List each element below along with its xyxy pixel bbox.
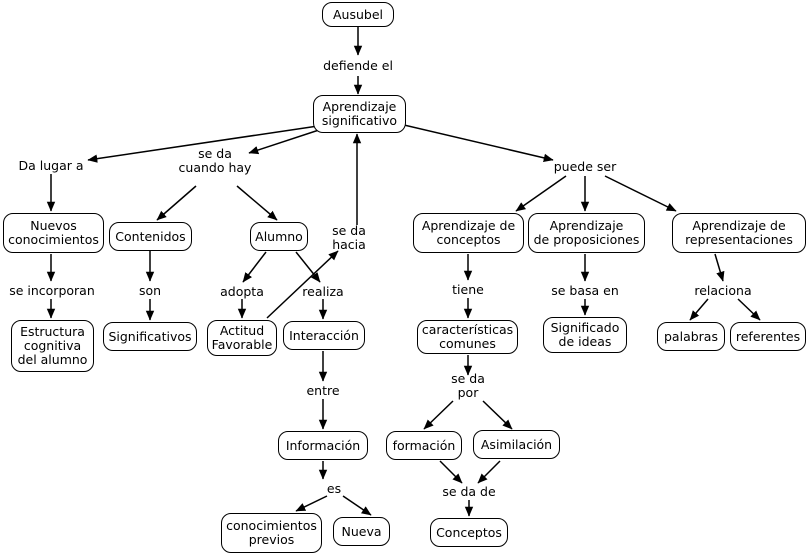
link-label-puede-ser: puede ser	[553, 159, 617, 174]
node-interaccion[interactable]: Interacción	[283, 321, 365, 350]
node-conocimientos-previos[interactable]: conocimientos previos	[221, 513, 322, 553]
node-aprendizaje-proposiciones[interactable]: Aprendizaje de proposiciones	[528, 213, 645, 253]
node-alumno[interactable]: Alumno	[250, 222, 308, 251]
link-label-realiza: realiza	[302, 284, 344, 299]
edge-formacion-to-se-da-de	[439, 460, 463, 484]
link-label-defiende-el: defiende el	[323, 58, 393, 73]
edge-relaciona-to-palabras	[689, 298, 709, 321]
node-palabras[interactable]: palabras	[657, 322, 725, 351]
node-actitud-favorable[interactable]: Actitud Favorable	[207, 320, 277, 356]
edge-relaciona-to-referentes	[737, 298, 761, 321]
node-caracteristicas-comunes[interactable]: características comunes	[417, 320, 518, 354]
edge-se-da-cuando-hay-to-contenidos	[156, 185, 197, 221]
node-asimilacion[interactable]: Asimilación	[473, 430, 560, 459]
link-label-se-da-de: se da de	[442, 484, 496, 499]
edge-se-da-por-to-formacion	[423, 400, 454, 430]
edge-es-to-conocimientos-previos	[295, 495, 328, 512]
edge-aprendizaje-representaciones-to-relaciona	[714, 253, 725, 282]
link-label-se-da-hacia: se da hacia	[332, 223, 366, 252]
edge-se-da-cuando-hay-to-alumno	[236, 185, 278, 221]
node-aprendizaje-conceptos[interactable]: Aprendizaje de conceptos	[413, 213, 524, 253]
node-nueva[interactable]: Nueva	[333, 517, 390, 546]
node-conceptos[interactable]: Conceptos	[430, 518, 508, 547]
edge-aprendizaje-significativo-to-se-da-cuando-hay	[248, 128, 323, 155]
node-referentes[interactable]: referentes	[730, 322, 806, 351]
link-label-entre: entre	[306, 383, 340, 398]
link-label-da-lugar-a: Da lugar a	[18, 158, 84, 173]
link-label-se-incorporan: se incorporan	[9, 283, 95, 298]
edge-se-da-por-to-asimilacion	[482, 400, 513, 430]
edge-puede-ser-to-aprendizaje-representaciones	[604, 175, 677, 212]
edge-aprendizaje-significativo-to-puede-ser	[403, 124, 554, 162]
node-informacion[interactable]: Información	[278, 431, 368, 460]
node-estructura-cognitiva[interactable]: Estructura cognitiva del alumno	[11, 320, 94, 372]
node-significado-ideas[interactable]: Significado de ideas	[543, 317, 627, 353]
link-label-es: es	[326, 481, 342, 496]
link-label-tiene: tiene	[452, 282, 484, 297]
link-label-se-basa-en: se basa en	[551, 283, 619, 298]
edge-alumno-to-realiza	[295, 251, 321, 283]
edge-alumno-to-adopta	[242, 251, 267, 283]
edge-es-to-nueva	[342, 495, 372, 516]
node-ausubel[interactable]: Ausubel	[322, 2, 394, 27]
link-label-se-da-cuando-hay: se da cuando hay	[178, 146, 252, 175]
edge-asimilacion-to-se-da-de	[477, 460, 501, 484]
node-aprendizaje-representaciones[interactable]: Aprendizaje de representaciones	[672, 213, 806, 253]
node-aprendizaje-significativo[interactable]: Aprendizaje significativo	[313, 95, 406, 133]
link-label-adopta: adopta	[220, 284, 264, 299]
node-significativos[interactable]: Significativos	[103, 322, 197, 351]
link-label-relaciona: relaciona	[694, 283, 752, 298]
link-label-son: son	[138, 283, 162, 298]
link-label-se-da-por: se da por	[451, 371, 485, 400]
edge-puede-ser-to-aprendizaje-conceptos	[515, 175, 567, 212]
node-contenidos[interactable]: Contenidos	[109, 222, 192, 251]
node-nuevos-conocimientos[interactable]: Nuevos conocimientos	[3, 213, 104, 253]
node-formacion[interactable]: formación	[386, 431, 462, 460]
